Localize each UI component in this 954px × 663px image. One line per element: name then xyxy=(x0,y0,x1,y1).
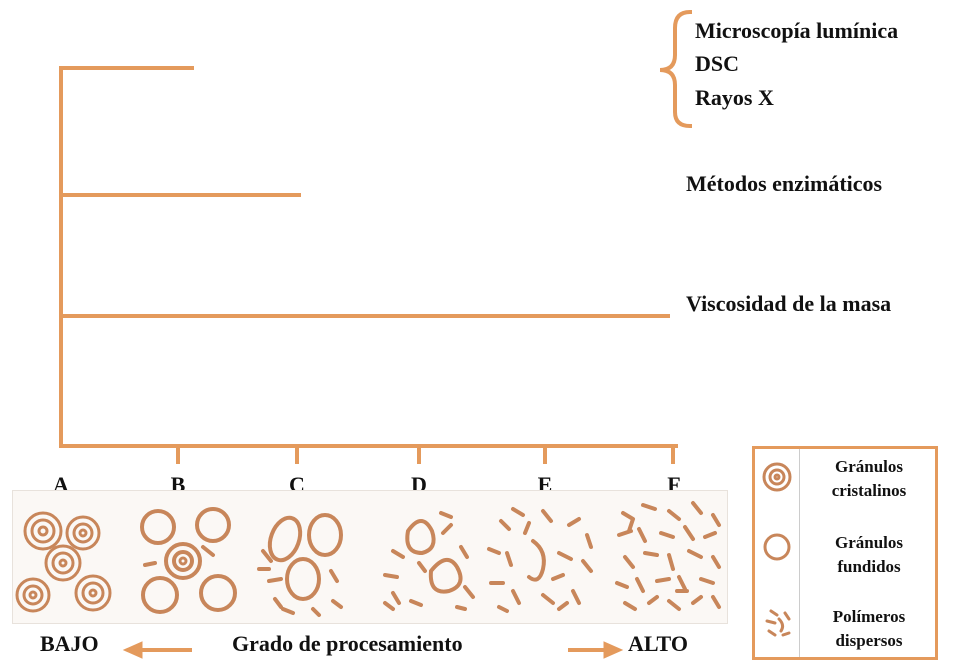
dispersed-polymers-icon xyxy=(765,609,791,637)
granule-stages-illustration xyxy=(15,501,721,617)
scale-title: Grado de procesamiento xyxy=(232,631,463,656)
method-enzymatic: Métodos enzimáticos xyxy=(686,171,883,196)
granule-illustration-strip xyxy=(12,490,728,624)
arrow-left-icon xyxy=(122,641,192,659)
method-dsc: DSC xyxy=(695,51,740,76)
method-xray: Rayos X xyxy=(695,85,774,110)
legend-item-dispersed: Polímeros dispersos xyxy=(832,607,906,650)
legend-item-crystalline: Gránulos cristalinos xyxy=(831,457,907,500)
melted-granule-icon xyxy=(763,533,791,561)
scale-low-label: BAJO xyxy=(40,631,99,656)
crystalline-granule-icon xyxy=(762,462,792,492)
legend: Gránulos cristalinos Gránulos fundidos P… xyxy=(752,446,938,660)
curly-brace xyxy=(659,9,693,129)
stage-d-granules xyxy=(383,511,475,611)
stage-c-granules xyxy=(257,513,343,617)
stage-e-polymers xyxy=(487,507,593,613)
arrow-right-icon xyxy=(568,641,624,659)
method-viscosity: Viscosidad de la masa xyxy=(686,291,892,316)
legend-item-melted: Gránulos fundidos xyxy=(834,533,904,576)
stage-b-granules xyxy=(140,507,237,614)
method-microscopy: Microscopía lumínica xyxy=(695,18,899,43)
stage-a-granules xyxy=(15,511,112,613)
stage-f-polymers xyxy=(615,501,721,611)
scale-high-label: ALTO xyxy=(628,631,688,656)
